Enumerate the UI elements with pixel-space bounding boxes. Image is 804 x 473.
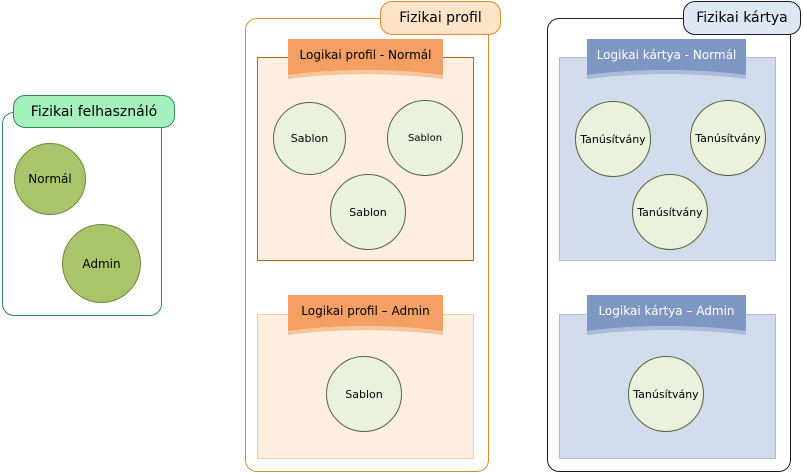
certificate-circle: Tanúsítvány <box>575 101 651 177</box>
template-circle: Sablon <box>273 102 346 175</box>
logical-card-normal-title: Logikai kártya - Normál <box>587 39 746 81</box>
logical-card-admin-title: Logikai kártya – Admin <box>587 295 746 337</box>
logical-profile-admin-title: Logikai profil – Admin <box>288 295 443 337</box>
template-circle: Sablon <box>387 100 463 176</box>
physical-user-title: Fizikai felhasználó <box>13 95 175 128</box>
template-circle: Sablon <box>330 174 406 250</box>
certificate-circle: Tanúsítvány <box>628 356 704 432</box>
role-admin: Admin <box>62 224 141 303</box>
certificate-circle: Tanúsítvány <box>632 174 708 250</box>
certificate-circle: Tanúsítvány <box>690 100 766 176</box>
physical-card-title: Fizikai kártya <box>683 1 801 35</box>
physical-profile-title: Fizikai profil <box>380 1 501 35</box>
logical-profile-normal-title: Logikai profil - Normál <box>288 39 443 81</box>
role-normal: Normál <box>14 143 86 215</box>
template-circle: Sablon <box>326 356 402 432</box>
